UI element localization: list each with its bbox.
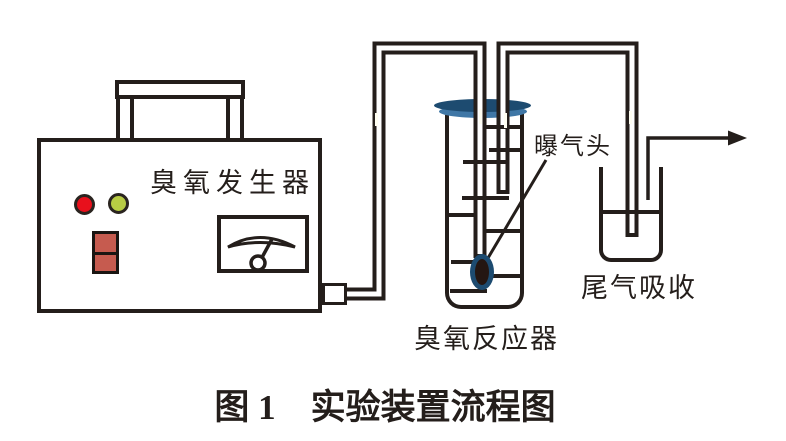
graduation-mark: [448, 213, 475, 217]
graduation-mark: [462, 196, 509, 200]
tube-highlight: [479, 109, 482, 124]
reactor-cap: [434, 99, 531, 112]
tube-highlight: [375, 113, 378, 126]
exhaust-arrow-icon: [728, 130, 747, 146]
power-switch: [92, 231, 119, 274]
meter-gauge: [217, 215, 309, 273]
switch-divider: [95, 252, 116, 255]
liquid-level-line: [601, 210, 661, 214]
graduation-mark: [463, 160, 508, 164]
aeration-head: [470, 254, 494, 290]
graduation-mark: [486, 229, 523, 233]
green-indicator-light-icon: [108, 193, 129, 214]
red-indicator-light-icon: [74, 194, 95, 215]
absorber-label: 尾气吸收: [581, 273, 697, 303]
generator-handle-bar: [115, 80, 245, 99]
gas-outlet-nozzle: [322, 283, 347, 305]
generator-label: 臭氧发生器: [150, 168, 315, 198]
generator-handle-leg-right: [226, 95, 244, 143]
figure-caption: 图 1 实验装置流程图: [214, 388, 556, 427]
reactor-label: 臭氧反应器: [414, 324, 559, 354]
absorption-beaker: [599, 167, 663, 262]
meter-dial-icon: [227, 236, 296, 271]
graduation-mark: [489, 148, 522, 152]
graduation-mark: [489, 274, 522, 278]
meter-dial-arc: [227, 236, 296, 249]
tube-highlight: [504, 113, 507, 128]
generator-handle-leg-left: [116, 95, 134, 143]
tube-highlight: [629, 111, 632, 124]
meter-pivot: [249, 254, 267, 271]
aeration-head-label: 曝气头: [534, 134, 612, 160]
